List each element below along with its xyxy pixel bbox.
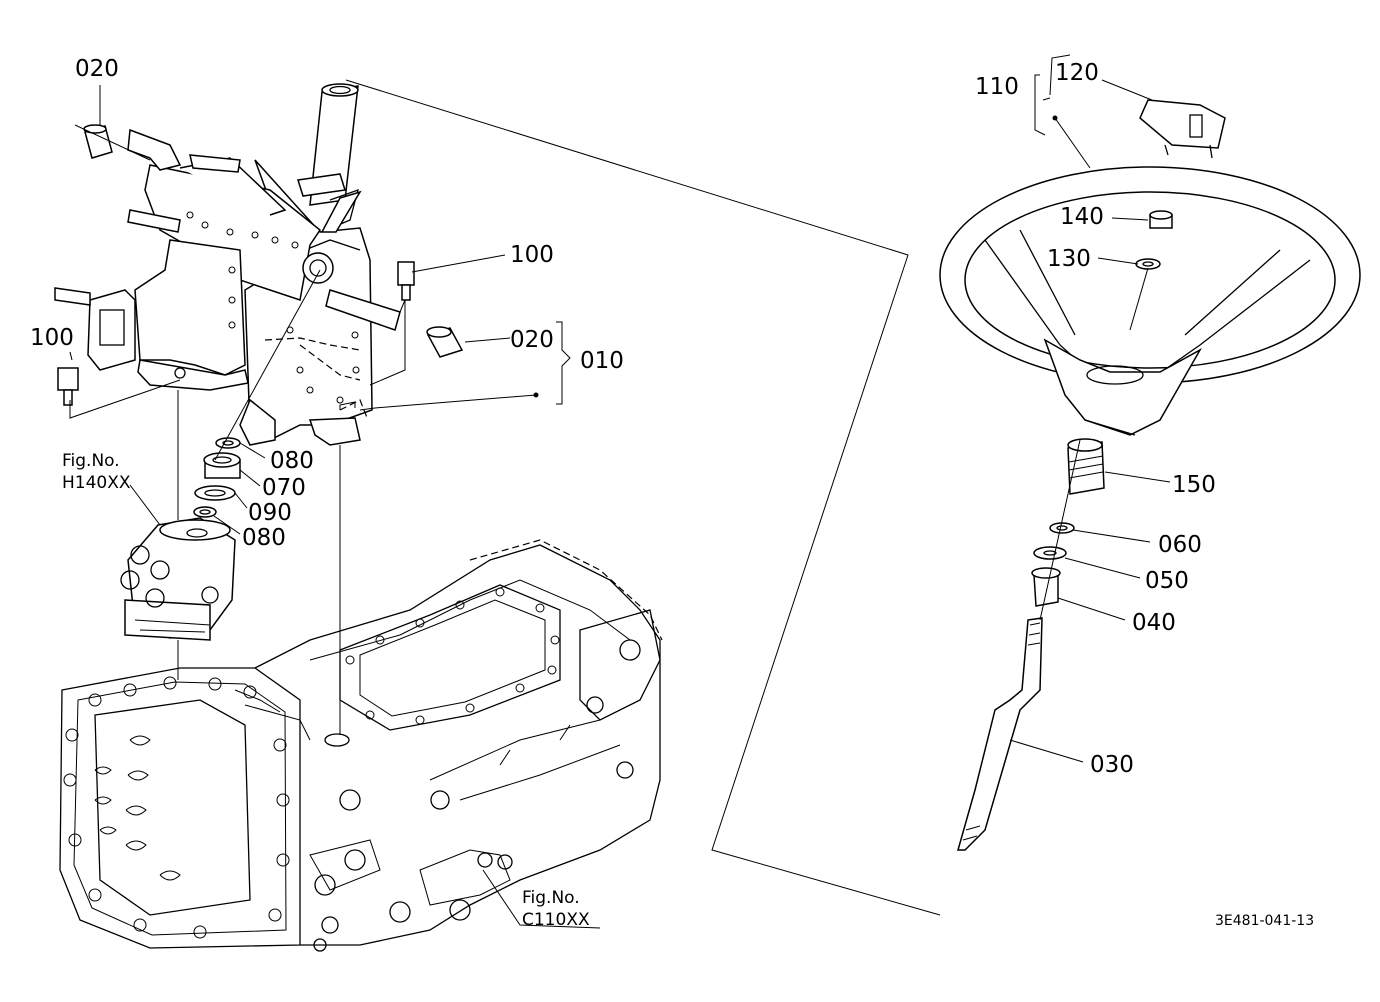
- steering-wheel: [939, 166, 1361, 436]
- label-080-lower: 080: [242, 525, 286, 551]
- label-080-upper: 080: [270, 448, 314, 474]
- fig-ref-c110: Fig.No. C110XX: [522, 888, 590, 930]
- label-010: 010: [580, 348, 624, 374]
- steering-shaft: [957, 617, 1043, 851]
- transmission-housing: [59, 539, 663, 952]
- label-120: 120: [1055, 60, 1099, 86]
- label-150: 150: [1172, 472, 1216, 498]
- bolt-left: [57, 367, 79, 406]
- fig-ref-h140-line1: Fig.No.: [62, 451, 120, 471]
- label-030: 030: [1090, 752, 1134, 778]
- collar-lower: [426, 326, 464, 358]
- label-100-left: 100: [30, 325, 74, 351]
- label-040: 040: [1132, 610, 1176, 636]
- label-130: 130: [1047, 246, 1091, 272]
- label-050: 050: [1145, 568, 1189, 594]
- label-020-upper: 020: [75, 56, 119, 82]
- assembly-outline: [345, 79, 941, 916]
- label-100-right: 100: [510, 242, 554, 268]
- part-labels: 020 100 020 010 100 080 070 090 080 110 …: [30, 56, 1216, 778]
- steering-column-bracket: [54, 83, 401, 446]
- label-110: 110: [975, 74, 1019, 100]
- label-070: 070: [262, 475, 306, 501]
- nut: [1149, 210, 1173, 229]
- drawing-code: 3E481-041-13: [1215, 913, 1314, 929]
- label-060: 060: [1158, 532, 1202, 558]
- fig-ref-h140: Fig.No. H140XX: [62, 451, 131, 493]
- fig-ref-h140-line2: H140XX: [62, 473, 131, 493]
- center-cap: [1139, 99, 1226, 159]
- column-small-parts: [193, 437, 241, 518]
- power-steering-unit: [120, 517, 236, 680]
- washer-060: [1049, 522, 1075, 534]
- fig-ref-c110-line2: C110XX: [522, 910, 590, 930]
- leader-lines: [69, 54, 1171, 929]
- fig-ref-c110-line1: Fig.No.: [522, 888, 580, 908]
- lock-washer: [1135, 258, 1161, 270]
- bolt-right: [397, 261, 415, 301]
- washer-050: [1033, 546, 1067, 560]
- label-020-lower: 020: [510, 327, 554, 353]
- label-140: 140: [1060, 204, 1104, 230]
- bushing: [1031, 567, 1061, 607]
- label-090: 090: [248, 500, 292, 526]
- collar-upper: [83, 124, 113, 159]
- steering-boss: [1067, 438, 1105, 495]
